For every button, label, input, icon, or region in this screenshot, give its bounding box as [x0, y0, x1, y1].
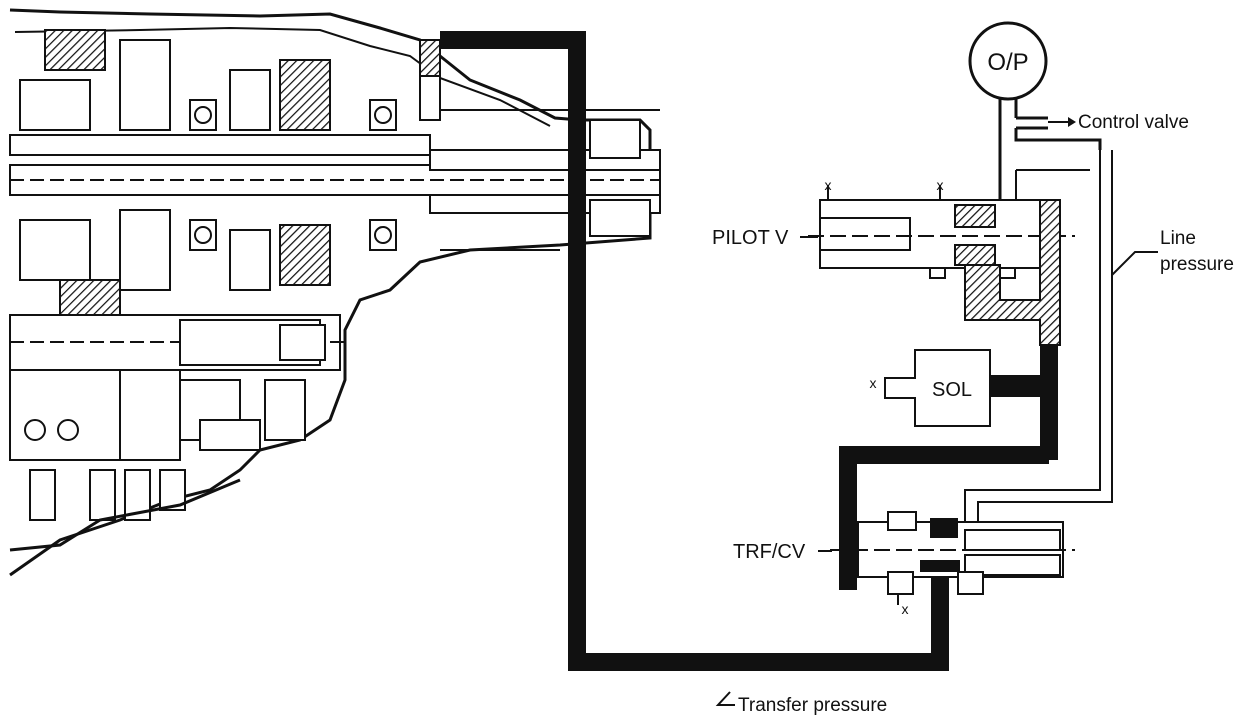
pilot-valve: x x PILOT V [712, 177, 1075, 346]
solenoid: SOL x [839, 345, 1058, 590]
trf-cv-label: TRF/CV [733, 541, 806, 563]
pilot-exhaust-x-2: x [937, 177, 944, 193]
control-valve-annotation: Control valve [1048, 112, 1189, 133]
line-pressure-path: Line pressure [964, 150, 1234, 525]
oil-pump: O/P [968, 21, 1102, 200]
line-pressure-label-2: pressure [1160, 254, 1234, 275]
control-valve-label: Control valve [1078, 112, 1189, 133]
pilot-exhaust-x-1: x [825, 177, 832, 193]
transfer-pressure-annotation: Transfer pressure [715, 691, 887, 716]
transfer-pressure-label: Transfer pressure [738, 695, 887, 716]
transfer-control-valve: x TRF/CV [733, 511, 1075, 617]
line-pressure-label-1: Line [1160, 228, 1196, 249]
solenoid-label: SOL [932, 379, 972, 401]
solenoid-exhaust-x: x [870, 375, 877, 391]
pilot-valve-label: PILOT V [712, 227, 789, 249]
trf-exhaust-x: x [902, 601, 909, 617]
oil-pump-label: O/P [987, 49, 1028, 76]
transmission-cross-section [9, 8, 661, 577]
